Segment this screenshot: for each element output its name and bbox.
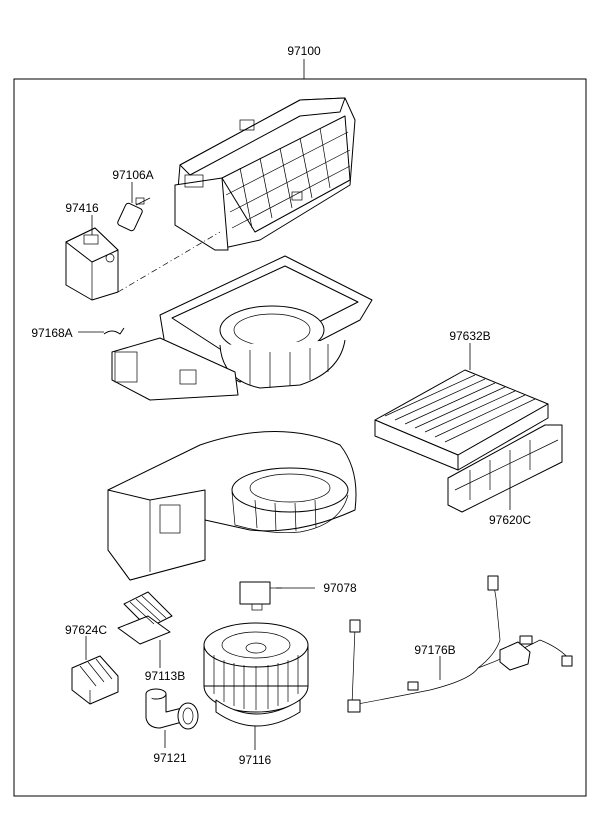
label-97624C: 97624C: [65, 623, 107, 637]
resistor-97113B: [117, 591, 173, 645]
transistor-97624C: [71, 655, 119, 705]
cabin-filter-97632B: [374, 369, 549, 471]
label-97116: 97116: [239, 753, 272, 767]
duct-97121: [145, 688, 199, 730]
label-97113B: 97113B: [145, 669, 185, 683]
filter-case-housing: [111, 255, 373, 401]
wiring-harness-97176B: [347, 575, 573, 713]
label-97632B: 97632B: [449, 329, 490, 343]
label-97176B: 97176B: [414, 643, 455, 657]
fitting-line-97416: [117, 231, 221, 293]
filter-cover-97620C: [447, 424, 563, 513]
clip-97168A: [103, 327, 125, 335]
assembly-frame: [13, 78, 587, 797]
upper-case-housing: [174, 97, 356, 251]
blower-motor-97116: [203, 622, 309, 727]
sensor-97106A: [117, 197, 151, 232]
label-97168A: 97168A: [31, 326, 72, 340]
blower-case-housing: [107, 431, 357, 581]
label-97416: 97416: [65, 201, 99, 215]
assembly-number-label: 97100: [287, 44, 321, 58]
label-97078: 97078: [323, 581, 357, 595]
actuator-97416: [65, 227, 119, 301]
label-97121: 97121: [153, 751, 187, 765]
label-97620C: 97620C: [489, 513, 531, 527]
relay-97078: [239, 581, 282, 611]
label-97106A: 97106A: [112, 168, 153, 182]
